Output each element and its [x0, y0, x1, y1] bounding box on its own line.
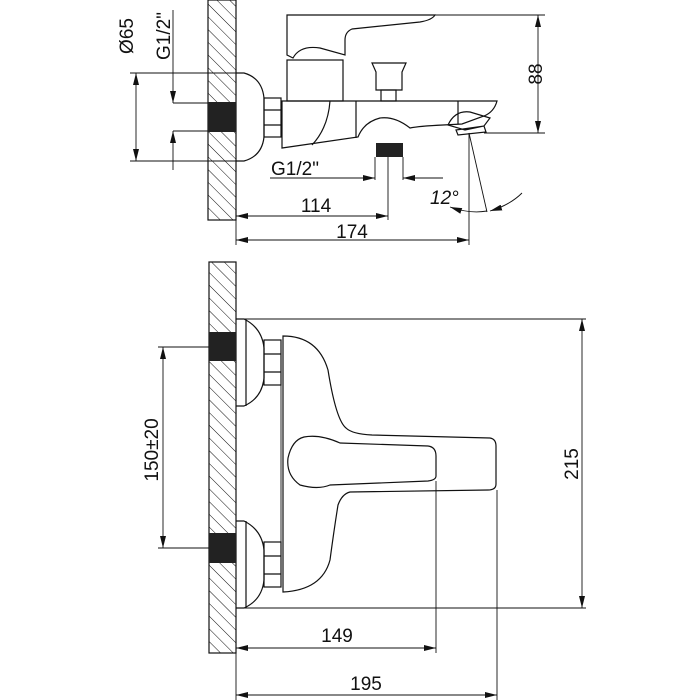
dim-label-escutcheon: Ø65: [117, 18, 138, 54]
nut-lower: [263, 541, 282, 588]
dim-label-114: 114: [301, 196, 332, 217]
escutcheon-side: [236, 72, 265, 162]
handle-side: [286, 14, 437, 59]
dim-label-height: 88: [526, 63, 547, 84]
inlet-thread-upper: [209, 332, 236, 361]
inlet-thread-lower: [209, 533, 236, 563]
front-view: 215 150±20 149 195: [142, 261, 586, 700]
faucet-body-front: [282, 335, 497, 593]
spout-body: [281, 100, 498, 149]
dim-label-215: 215: [562, 448, 583, 480]
aerator: [447, 111, 491, 136]
dim-label-150: 150±20: [142, 418, 163, 481]
dim-label-angle: 12°: [430, 188, 459, 209]
lever-front: [287, 435, 437, 489]
dim-label-inlet-thread: G1/2": [154, 12, 175, 60]
side-view: 88 Ø65 G1/2" G1/2" 114 174 12°: [117, 0, 547, 245]
dim-label-149: 149: [321, 626, 353, 647]
escutcheon-lower: [236, 520, 265, 609]
dim-label-195: 195: [350, 674, 382, 695]
outlet-thread: [376, 143, 403, 157]
angle-arc: [449, 206, 488, 214]
dim-label-174: 174: [336, 222, 368, 243]
escutcheon-upper: [236, 318, 265, 407]
inlet-thread-top: [208, 102, 236, 132]
cartridge: [286, 59, 344, 102]
wall-section-bottom: [208, 261, 237, 654]
dim-label-outlet-thread: G1/2": [271, 159, 319, 180]
nut-upper: [263, 339, 282, 386]
nut-side: [263, 97, 282, 138]
diverter-knob: [371, 62, 407, 91]
